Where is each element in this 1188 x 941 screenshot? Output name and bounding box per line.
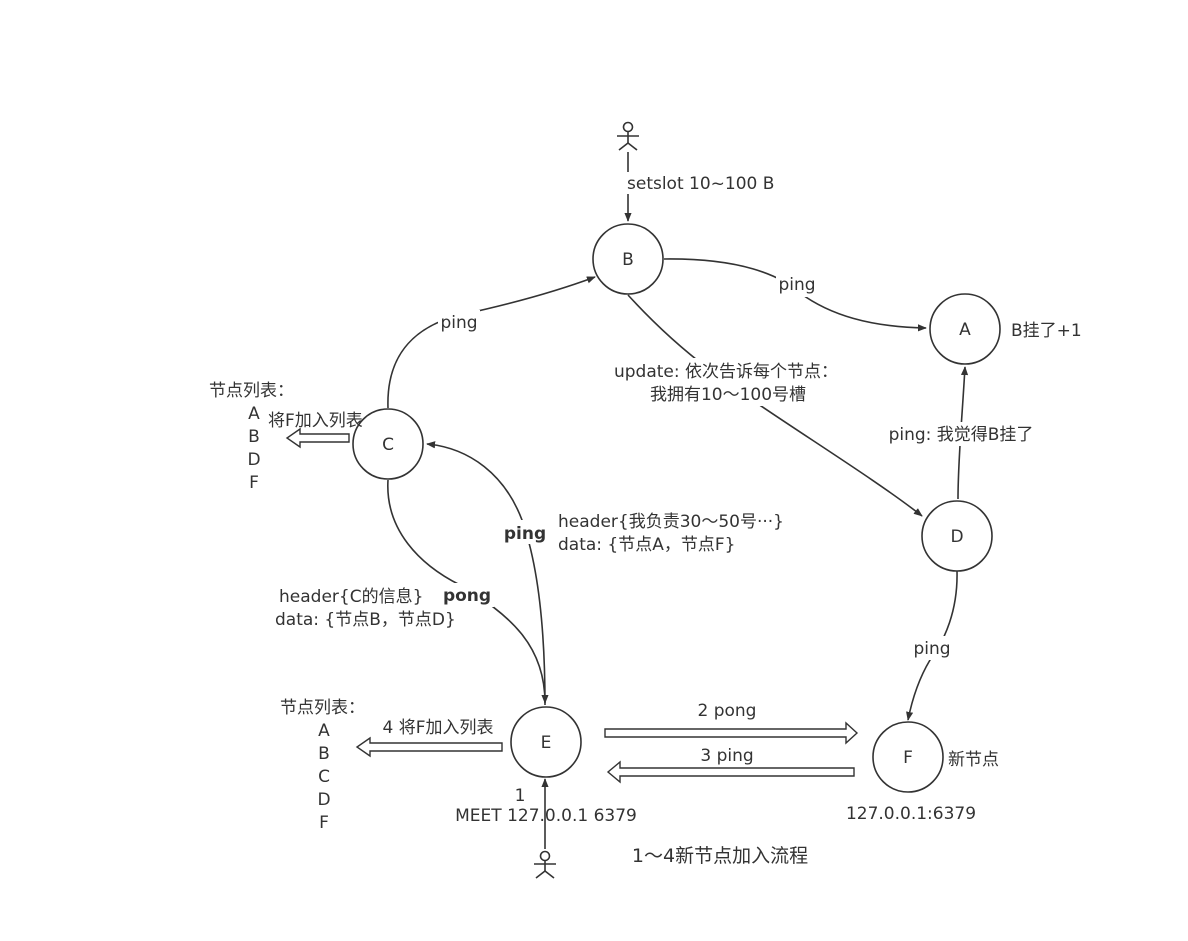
hollow-arrow-e-add-list [355, 736, 503, 758]
node-e-label: E [541, 733, 552, 753]
label-update-line2: 我拥有10～100号槽 [650, 385, 806, 405]
label-2-pong: 2 pong [698, 701, 757, 721]
node-list-e-item: A [318, 721, 330, 741]
edge-e-to-c [426, 441, 546, 706]
node-d: D [921, 500, 993, 572]
actor-bottom [534, 850, 556, 879]
label-ping-data: data: {节点A，节点F} [558, 535, 735, 555]
node-a: A [929, 293, 1001, 365]
node-list-c-title: 节点列表： [209, 381, 294, 401]
label-pong-header: header{C的信息} [279, 587, 423, 607]
label-b-down: B挂了+1 [1011, 321, 1082, 341]
node-list-e: 节点列表： A B C D F [280, 698, 365, 833]
label-ping-c-b: ping [440, 313, 477, 333]
node-b-label: B [622, 250, 634, 270]
label-new-node: 新节点 [948, 750, 999, 770]
node-e: E [510, 706, 582, 778]
node-c-label: C [382, 435, 394, 455]
node-list-c-item: A [248, 404, 260, 424]
node-f-label: F [903, 748, 913, 768]
node-b: B [592, 223, 664, 295]
node-c: C [352, 408, 424, 480]
node-list-c: 节点列表： A B D F [209, 381, 294, 493]
label-ping-b-a: ping [778, 275, 815, 295]
node-list-e-item: C [318, 767, 330, 787]
label-3-ping: 3 ping [700, 746, 753, 766]
node-list-e-item: B [318, 744, 330, 764]
label-ping-d-f: ping [913, 639, 950, 659]
edge-c-to-b [387, 276, 596, 409]
node-list-e-title: 节点列表： [280, 698, 365, 718]
label-ping-d-a: ping: 我觉得B挂了 [889, 425, 1034, 445]
node-a-label: A [959, 320, 971, 340]
node-list-c-item: F [249, 473, 259, 493]
node-list-e-item: D [317, 790, 330, 810]
node-list-c-item: D [247, 450, 260, 470]
label-step-1: 1 [515, 786, 526, 806]
hollow-arrow-pong-e-to-f [604, 721, 859, 745]
label-pong: pong [443, 586, 491, 606]
label-pong-data: data: {节点B，节点D} [275, 610, 456, 630]
label-meet: MEET 127.0.0.1 6379 [455, 806, 637, 826]
node-d-label: D [950, 527, 963, 547]
label-ping-e-c: ping [504, 524, 546, 544]
label-ping-header: header{我负责30～50号···} [558, 512, 784, 532]
actor-top [617, 121, 639, 151]
label-add-f-e: 4 将F加入列表 [383, 718, 494, 738]
diagram-caption: 1～4新节点加入流程 [632, 845, 808, 867]
node-list-c-item: B [248, 427, 260, 447]
label-setslot: setslot 10~100 B [627, 174, 774, 194]
hollow-arrow-ping-f-to-e [606, 760, 855, 784]
node-list-e-item: F [319, 813, 329, 833]
node-f: F [872, 721, 944, 793]
label-add-f-c: 将F加入列表 [268, 411, 363, 431]
label-update-line1: update: 依次告诉每个节点： [614, 362, 838, 382]
hollow-arrow-c-add-list [285, 427, 350, 449]
label-f-address: 127.0.0.1:6379 [846, 804, 976, 824]
